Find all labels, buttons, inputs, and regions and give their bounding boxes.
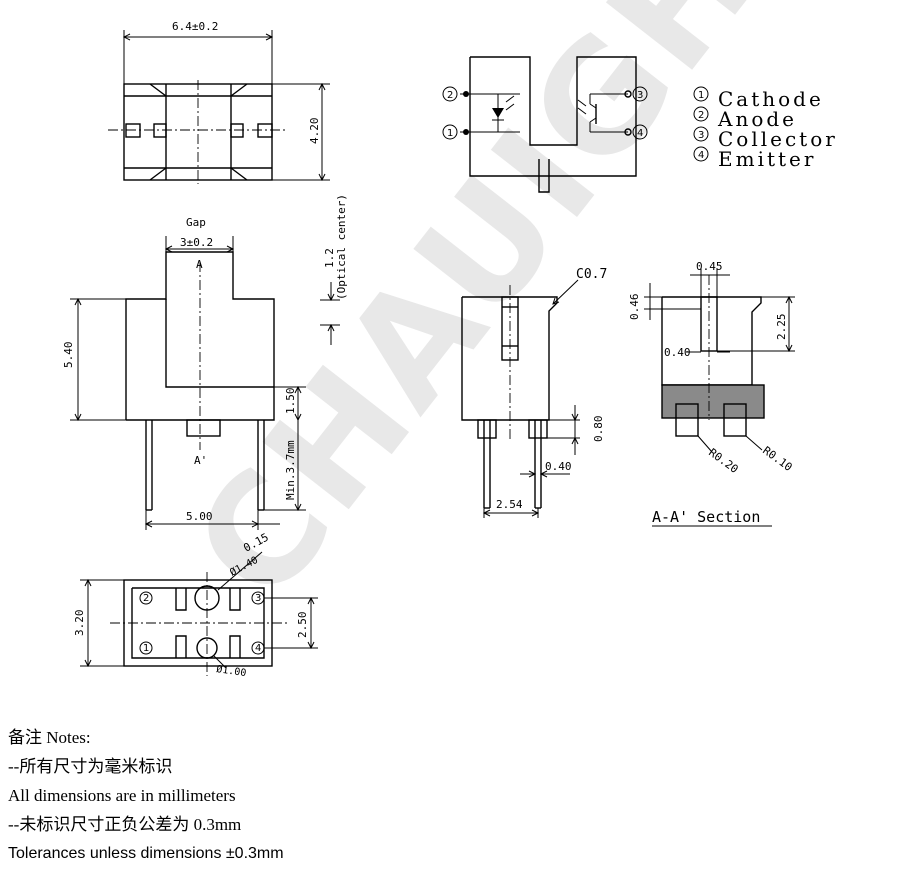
- section-a-label: A: [196, 258, 203, 271]
- radius-label-2: R0.10: [760, 444, 794, 474]
- pad-diameter: Ø1.00: [216, 663, 247, 679]
- section-dim-top: 0.45: [696, 260, 723, 273]
- legend-number-2: 2: [698, 110, 704, 121]
- notes-line-2: All dimensions are in millimeters: [8, 786, 236, 805]
- bottom-pin-4: 4: [255, 643, 261, 654]
- gap-label: Gap: [186, 216, 206, 229]
- section-a-prime-label: A': [194, 454, 207, 467]
- schematic-pin-4: 4: [637, 128, 643, 139]
- pin-offset-dim: 0.80: [592, 416, 605, 443]
- top-height-dim: 4.20: [308, 118, 321, 145]
- notes-line-3: --未标识尺寸正负公差为 0.3mm: [8, 815, 242, 834]
- legend-number-3: 3: [698, 130, 704, 141]
- bottom-pin-2: 2: [143, 593, 149, 604]
- section-dim-inner: 0.40: [664, 346, 691, 359]
- legend-label-2: Anode: [717, 107, 797, 131]
- optical-center-value: 1.2: [323, 248, 336, 268]
- section-dim-right: 2.25: [775, 314, 788, 341]
- bottom-view: 2 1 3 4 0.15 Ø1.40 3.20 2.50 Ø1.00: [73, 531, 318, 679]
- notes: 备注 Notes: --所有尺寸为毫米标识 All dimensions are…: [8, 726, 284, 871]
- optical-center-label: (Optical center): [335, 194, 348, 300]
- notes-line-1: --所有尺寸为毫米标识: [8, 757, 173, 776]
- chamfer-label: C0.7: [576, 267, 607, 282]
- notes-heading: 备注 Notes:: [8, 728, 91, 747]
- section-view: 0.45 0.46 2.25 0.40 R0.20 R0.10 A-A' Sec…: [628, 260, 795, 527]
- top-width-dim: 6.4±0.2: [172, 20, 218, 33]
- section-dim-left: 0.46: [628, 294, 641, 321]
- pin-spacing-dim: 2.50: [296, 612, 309, 639]
- top-view: 6.4±0.2 4.20: [108, 20, 330, 184]
- front-view: Gap 3±0.2 A A' 5.40 1.50 Min.3.7mm: [62, 216, 306, 530]
- radius-label-1: R0.20: [706, 446, 740, 476]
- schematic-pin-2: 2: [447, 90, 453, 101]
- step-dim: 1.50: [284, 388, 297, 415]
- side-view: C0.7 0.80 0.40 2.54: [461, 267, 607, 518]
- pin-legend: 1 Cathode 2 Anode 3 Collector 4 Emitter: [693, 86, 838, 171]
- optical-center-annotation: (Optical center) 1.2: [320, 194, 348, 345]
- bottom-pin-3: 3: [255, 593, 261, 604]
- schematic-pin-3: 3: [637, 90, 643, 101]
- gap-dim: 3±0.2: [180, 236, 213, 249]
- pitch-dim: 5.00: [186, 510, 213, 523]
- side-pitch-dim: 2.54: [496, 498, 523, 511]
- schematic: 2 1 3 4: [442, 56, 648, 193]
- legend-number-4: 4: [698, 150, 704, 161]
- bottom-width-dim: 3.20: [73, 610, 86, 637]
- legend-number-1: 1: [698, 90, 704, 101]
- legend-label-4: Emitter: [718, 147, 816, 171]
- bottom-pin-1: 1: [143, 643, 149, 654]
- section-title: A-A' Section: [652, 508, 760, 526]
- schematic-pin-1: 1: [447, 128, 453, 139]
- legend-label-1: Cathode: [718, 87, 824, 111]
- pin-min-dim: Min.3.7mm: [284, 440, 297, 500]
- notes-line-4: Tolerances unless dimensions ±0.3mm: [8, 845, 284, 862]
- pin-width-dim: 0.40: [545, 460, 572, 473]
- legend-label-3: Collector: [718, 127, 838, 151]
- height-dim: 5.40: [62, 342, 75, 369]
